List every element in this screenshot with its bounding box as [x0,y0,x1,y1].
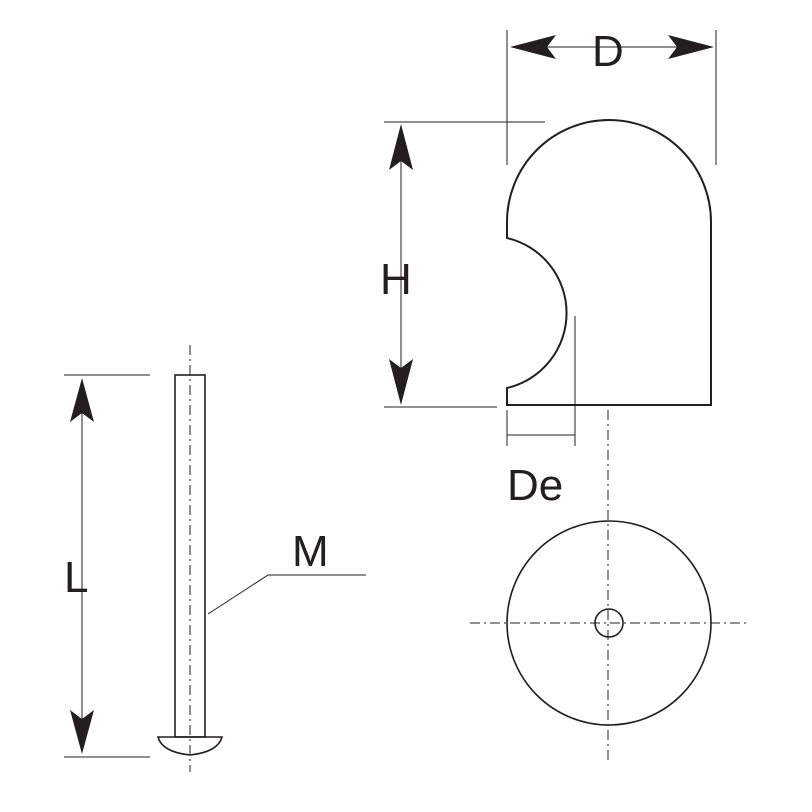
length-label: L [64,553,88,602]
thread-label: M [292,527,329,576]
pin-view: L M [64,345,366,772]
length-arrow-top [70,378,94,422]
height-arrow-bottom [389,359,413,405]
diameter-arrow-left [510,35,556,59]
diameter-arrow-right [668,35,714,59]
knob-top-view [470,520,748,726]
length-arrow-bottom [70,710,94,754]
knob-side-view: D H De [380,27,717,760]
pin-head [156,736,224,756]
diameter-label: D [592,27,624,76]
recess-label: De [507,461,563,510]
height-label: H [380,255,412,304]
height-arrow-top [389,124,413,170]
knob-profile [506,119,712,406]
thread-leader-line [207,574,366,615]
